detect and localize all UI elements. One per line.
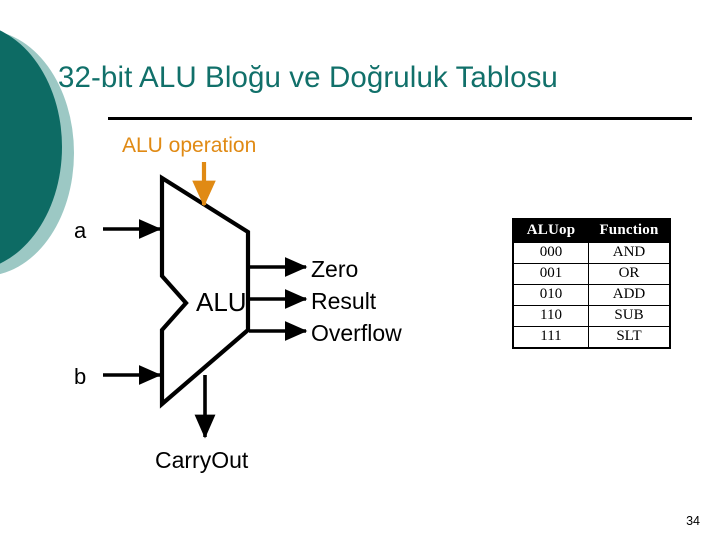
alu-operation-label: ALU operation bbox=[122, 134, 256, 157]
cell-function: ADD bbox=[588, 284, 671, 306]
cell-function: AND bbox=[588, 242, 671, 264]
alu-body-shape bbox=[159, 174, 251, 409]
output-result-label: Result bbox=[311, 288, 377, 314]
cell-function: SLT bbox=[588, 326, 671, 349]
cell-aluop: 010 bbox=[512, 284, 589, 306]
title-divider bbox=[108, 117, 692, 120]
cell-aluop: 001 bbox=[512, 263, 589, 285]
carryout-label: CarryOut bbox=[155, 447, 249, 473]
page-number: 34 bbox=[686, 514, 700, 528]
cell-aluop: 111 bbox=[512, 326, 589, 349]
cell-function: SUB bbox=[588, 305, 671, 327]
input-b-label: b bbox=[74, 364, 86, 389]
cell-function: OR bbox=[588, 263, 671, 285]
input-a-label: a bbox=[74, 218, 87, 243]
table-header-function: Function bbox=[588, 218, 671, 243]
output-zero-label: Zero bbox=[311, 256, 358, 282]
table-row: 110 SUB bbox=[512, 305, 671, 327]
cell-aluop: 000 bbox=[512, 242, 589, 264]
alu-truth-table: ALUop Function 000 AND 001 OR 010 ADD 11… bbox=[512, 218, 671, 349]
table-row: 010 ADD bbox=[512, 284, 671, 306]
table-header-aluop: ALUop bbox=[512, 218, 589, 243]
table-header-row: ALUop Function bbox=[512, 218, 671, 243]
page-title: 32-bit ALU Bloğu ve Doğruluk Tablosu bbox=[58, 61, 558, 94]
table-row: 001 OR bbox=[512, 263, 671, 285]
output-overflow-label: Overflow bbox=[311, 320, 402, 346]
table-row: 000 AND bbox=[512, 242, 671, 264]
cell-aluop: 110 bbox=[512, 305, 589, 327]
alu-block-label: ALU bbox=[196, 287, 247, 317]
table-row: 111 SLT bbox=[512, 326, 671, 349]
